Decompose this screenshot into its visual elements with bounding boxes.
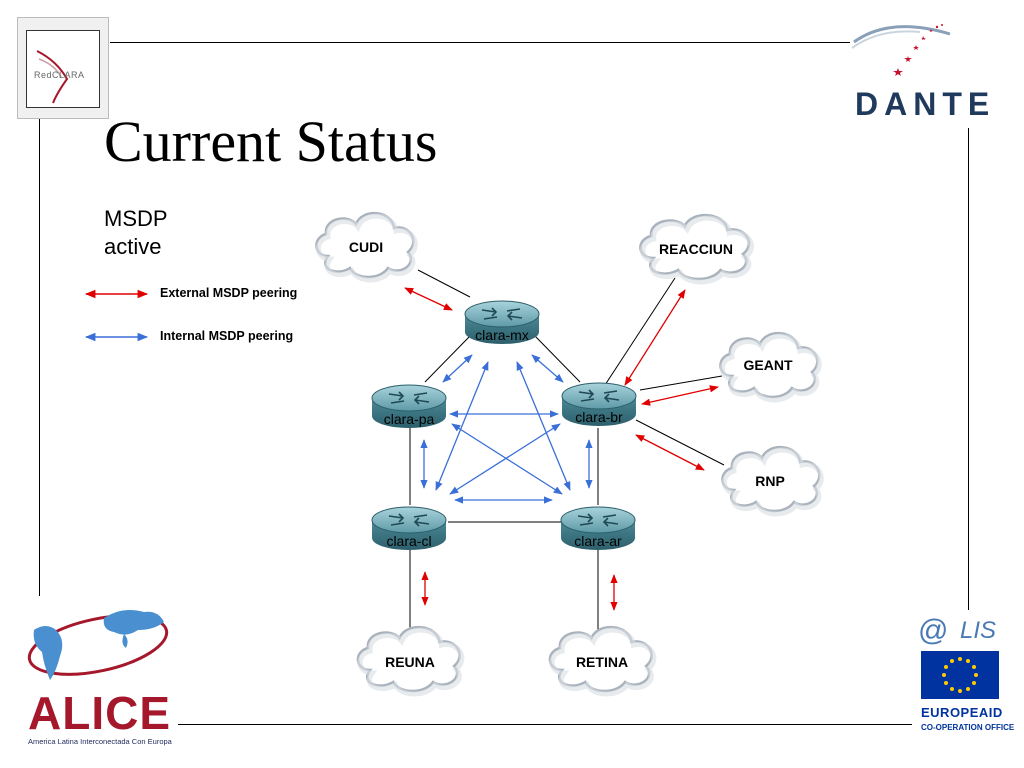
right-rule <box>968 128 969 610</box>
dante-logo-text: DANTE <box>855 86 996 122</box>
top-rule <box>110 42 850 43</box>
router-arrows-icon <box>577 513 619 527</box>
dante-swoosh-icon <box>851 24 951 76</box>
bottom-rule <box>178 724 912 725</box>
router-clara-mx-label: clara-mx <box>475 327 529 343</box>
router-clara-br-label: clara-br <box>575 409 623 425</box>
router-arrows-icon <box>388 513 430 527</box>
router-clara-cl: clara-cl <box>371 506 447 550</box>
link-mx-pa <box>424 335 471 383</box>
link-reacciun-br <box>604 277 676 386</box>
router-clara-br: clara-br <box>561 382 637 426</box>
subtitle-line-1: MSDP <box>104 206 168 231</box>
router-clara-ar: clara-ar <box>560 506 636 550</box>
eu-flag-icon <box>921 651 999 699</box>
internal-peerings <box>420 354 593 504</box>
internal-br-cl <box>449 423 561 495</box>
internal-pa-ar <box>451 423 563 495</box>
cloud-reacciun-label: REACCIUN <box>659 241 733 257</box>
link-geant-br <box>639 375 723 391</box>
link-mx-br <box>534 335 581 383</box>
router-clara-pa-label: clara-pa <box>384 411 435 427</box>
cloud-geant-label: GEANT <box>744 357 793 373</box>
europeaid-subtitle: CO-OPERATION OFFICE <box>921 723 1015 732</box>
cloud-cudi: CUDI <box>316 213 415 280</box>
alice-logo-text: ALICE <box>28 687 171 739</box>
link-cudi-mx <box>417 269 471 298</box>
cloud-cudi-label: CUDI <box>349 239 383 255</box>
external-peerings <box>404 287 719 611</box>
slide-subtitle: MSDP active <box>104 205 168 261</box>
router-clara-ar-label: clara-ar <box>574 533 622 549</box>
router-arrows-icon <box>388 391 430 405</box>
subtitle-line-2: active <box>104 234 162 259</box>
legend-external-label: External MSDP peering <box>160 286 298 300</box>
router-clara-mx: clara-mx <box>464 300 540 344</box>
redclara-logo-text: RedCLARA <box>34 70 85 80</box>
cloud-rnp: RNP <box>722 447 821 514</box>
router-clara-cl-label: clara-cl <box>386 533 431 549</box>
physical-links <box>409 269 725 640</box>
router-arrows-icon <box>578 389 620 403</box>
legend-internal-label: Internal MSDP peering <box>160 329 294 343</box>
cloud-geant: GEANT <box>720 333 819 400</box>
alice-map-icon <box>27 610 169 680</box>
alis-logo-text: LIS <box>960 617 997 644</box>
alice-tagline: America Latina Interconectada Con Europa <box>28 737 172 746</box>
external-rnp-br <box>635 434 705 471</box>
router-arrows-icon <box>481 307 523 321</box>
at-icon: @ <box>918 614 949 647</box>
cloud-reuna-label: REUNA <box>385 654 435 670</box>
internal-mx-br <box>531 354 564 383</box>
router-clara-pa: clara-pa <box>371 384 447 428</box>
redclara-logo-frame <box>26 30 100 108</box>
external-cudi-mx <box>404 287 453 311</box>
slide-title: Current Status <box>104 109 438 174</box>
redclara-mark-icon <box>36 50 69 104</box>
external-reacciun-br <box>624 289 686 386</box>
cloud-retina-label: RETINA <box>576 654 628 670</box>
europeaid-logo-text: EUROPEAID <box>921 705 1003 720</box>
cloud-rnp-label: RNP <box>755 473 785 489</box>
external-geant-br <box>641 385 719 406</box>
left-rule <box>39 118 40 596</box>
redclara-logo: RedCLARA <box>17 17 109 119</box>
